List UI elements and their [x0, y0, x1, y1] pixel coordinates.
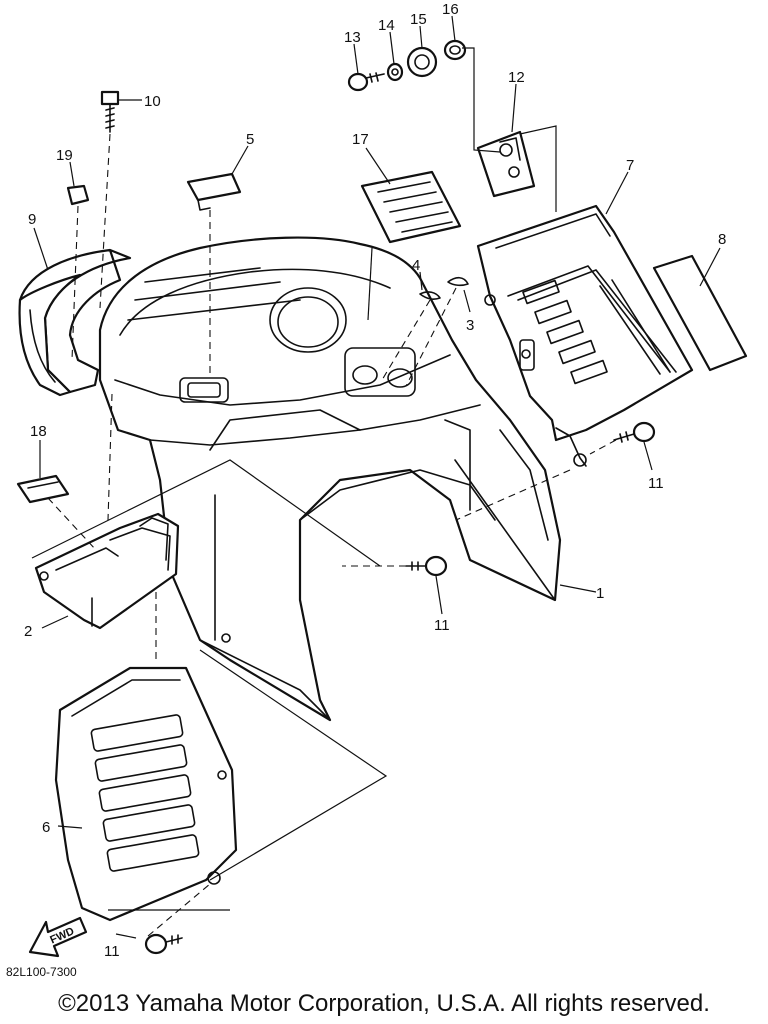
callout-11-right: 11 [648, 475, 664, 492]
part-14-washer [386, 62, 404, 82]
assembly-lines [47, 133, 617, 937]
callout-18: 18 [30, 423, 47, 440]
part-15-grommet [406, 46, 438, 78]
part-3-clip [447, 276, 469, 287]
callout-19: 19 [56, 147, 73, 164]
parts-diagram: FWD 1 2 3 4 5 6 7 8 9 10 11 11 11 12 13 … [16, 1, 748, 960]
callout-4: 4 [412, 257, 420, 274]
callout-1: 1 [596, 585, 604, 602]
callout-2: 2 [24, 623, 32, 640]
callout-14: 14 [378, 17, 395, 34]
callout-3: 3 [466, 317, 474, 334]
part-19-cap [66, 184, 90, 206]
part-12-bracket [476, 130, 536, 198]
part-1-front-cowl [98, 236, 562, 722]
part-5-clip [186, 172, 242, 211]
callout-11-center: 11 [434, 617, 450, 634]
part-17-grille-plate [360, 170, 462, 244]
reference-lines [31, 47, 557, 939]
callout-leaders [33, 15, 721, 829]
reference-code: 82L100-7300 [6, 965, 77, 979]
part-11-screw-center [405, 555, 448, 577]
copyright-notice: ©2013 Yamaha Motor Corporation, U.S.A. A… [58, 990, 710, 1017]
callout-6: 6 [42, 819, 50, 836]
part-10-screw [100, 90, 120, 133]
part-9-side-panel [18, 248, 132, 397]
fwd-arrow-icon: FWD [28, 916, 88, 958]
callout-8: 8 [718, 231, 726, 248]
part-7-right-panel [476, 204, 694, 467]
callout-16: 16 [442, 1, 459, 18]
callout-11-bottom: 11 [104, 943, 120, 960]
callout-15: 15 [410, 11, 427, 28]
callout-9: 9 [28, 211, 36, 228]
callout-17: 17 [352, 131, 369, 148]
callout-10: 10 [144, 93, 161, 110]
part-4-clip [419, 291, 441, 300]
part-8-gasket [652, 254, 748, 372]
callout-13: 13 [344, 29, 361, 46]
part-11-screw-bottom [144, 933, 183, 955]
part-18-seal [16, 474, 70, 504]
part-11-screw-right [613, 421, 656, 443]
part-6-left-panel [54, 666, 238, 922]
part-2-bracket [34, 512, 180, 630]
callout-12: 12 [508, 69, 525, 86]
callout-labels: 1 2 3 4 5 6 7 8 9 10 11 11 11 12 13 14 1… [24, 1, 726, 960]
callout-5: 5 [246, 131, 254, 148]
part-13-bolt [347, 72, 385, 92]
part-16-collar [443, 39, 467, 61]
callout-7: 7 [626, 157, 634, 174]
